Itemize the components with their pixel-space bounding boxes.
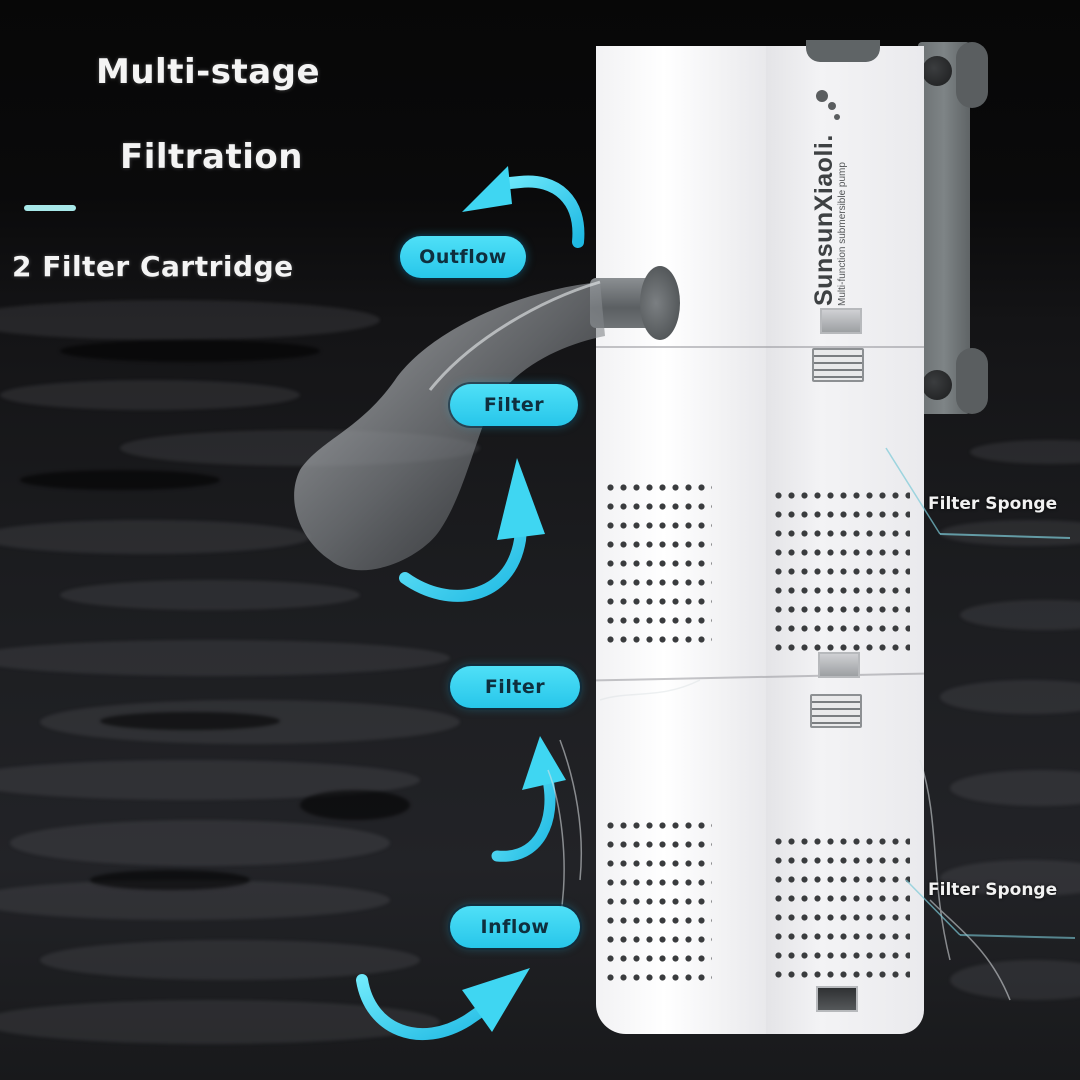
suction-cup-top [922,56,952,86]
perforation-grid-side-lower [772,832,910,984]
perforation-grid-side-upper [772,486,910,652]
suction-cup-bottom [922,370,952,400]
latch-clip-upper [812,348,864,382]
suction-cup-bracket [918,42,988,414]
label-inflow: Inflow [450,906,580,948]
perforation-grid-front-lower [604,816,712,984]
curved-arrow-left-icon [462,166,585,248]
water-stream [294,282,605,571]
headline-line-1: Multi-stage [96,52,321,92]
curved-arrow-up-icon [399,458,545,602]
seam-upper [596,346,924,348]
curved-arrow-up-icon [491,736,566,862]
label-filter-lower: Filter [450,666,580,708]
latch-clip-lower [810,694,862,728]
water-splash [547,679,1011,1001]
headline-line-2: Filtration [120,137,303,177]
pump-top-cap [806,40,880,62]
label-outflow: Outflow [400,236,526,278]
vent-slot-middle [818,652,860,678]
accent-divider [24,205,76,211]
perforation-grid-front-upper [604,478,712,646]
label-filter-upper: Filter [450,384,578,426]
vent-slot-top [820,308,862,334]
intake-slot-bottom [816,986,858,1012]
callout-filter-sponge-upper: Filter Sponge [928,494,1058,514]
callout-filter-sponge-lower: Filter Sponge [928,880,1058,900]
headline-subtitle: 2 Filter Cartridge [12,250,294,283]
pump-body: SunsunXiaoli. Multi-function submersible… [596,40,926,1034]
curved-arrow-up-right-icon [356,968,530,1041]
